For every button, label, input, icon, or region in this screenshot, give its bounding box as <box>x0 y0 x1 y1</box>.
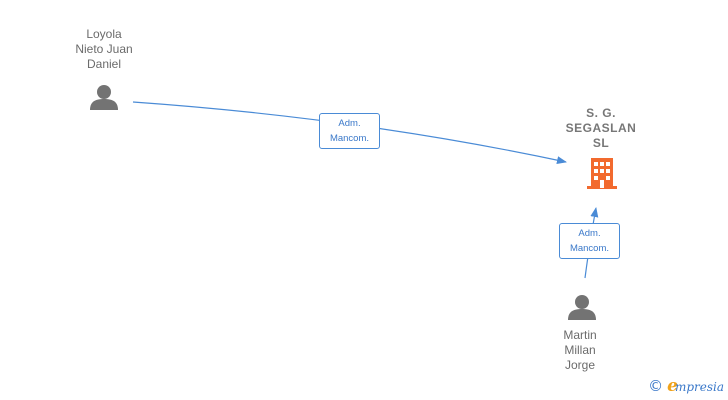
person-icon[interactable] <box>90 85 118 110</box>
company-name-label[interactable]: S. G. SEGASLAN SL <box>565 106 637 150</box>
person-name-label: Martin Millan Jorge <box>563 328 597 372</box>
edge-role-label: Adm. Mancom. <box>319 113 380 149</box>
person-name-label: Loyola Nieto Juan Daniel <box>75 27 133 71</box>
edge-role-label: Adm. Mancom. <box>559 223 620 259</box>
person-icon[interactable] <box>568 295 596 320</box>
copyright-symbol: © <box>648 377 664 395</box>
building-icon[interactable] <box>587 158 617 189</box>
brand-logo[interactable]: empresia <box>667 376 724 396</box>
brand-initial: e <box>667 376 678 396</box>
brand-name: mpresia <box>674 380 724 394</box>
brand-footer: © empresia <box>648 376 724 396</box>
